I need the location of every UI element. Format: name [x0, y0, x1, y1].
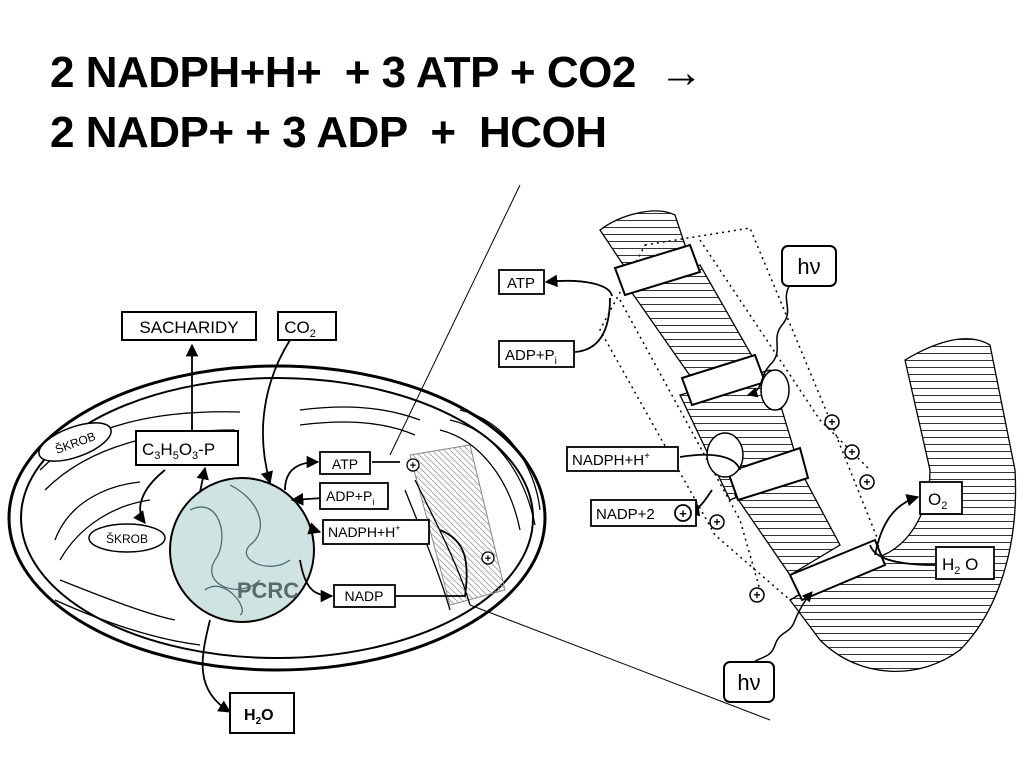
plus-icon [406, 458, 420, 472]
svg-text:CO2: CO2 [284, 318, 316, 340]
svg-text:H2O: H2O [244, 707, 274, 727]
box-adp-thylakoid: ADP+Pi [498, 340, 575, 368]
light-arrow-top [746, 284, 791, 398]
svg-text:ATP: ATP [507, 275, 535, 292]
box-nadph-thylakoid: NADPH+H+ [566, 446, 679, 472]
box-co2: CO2 [277, 311, 337, 341]
box-atp-chloroplast: ATP [319, 451, 371, 475]
proton-icons: + + + + + [709, 414, 875, 603]
box-nadph-chloroplast: NADPH+H+ [322, 519, 430, 545]
starch-grain-2: ŠKROB [88, 523, 166, 553]
box-hv-bottom: hν [723, 661, 775, 703]
grana-stack: + + [404, 409, 541, 611]
equation-line-2: 2 NADP+ + 3 ADP + HCOH [50, 108, 607, 157]
zoom-line-top [389, 184, 521, 456]
svg-text:C3H5O3-P: C3H5O3-P [142, 440, 215, 462]
svg-text:+: + [410, 460, 416, 472]
svg-text:ADP+Pi: ADP+Pi [505, 347, 557, 367]
arrow-nadph-curve [679, 453, 741, 471]
svg-text:O2: O2 [928, 490, 947, 512]
svg-text:NADPH+H+: NADPH+H+ [328, 523, 401, 540]
arrow-from-h2o [869, 544, 936, 566]
arrow-to-atp [544, 274, 613, 297]
starch-grain-1: ŠKROB [38, 422, 112, 462]
plus-icon [674, 504, 692, 522]
svg-text:H2 O: H2 O [942, 555, 978, 577]
equation-line-1: 2 NADPH+H+ + 3 ATP + CO2 → [50, 48, 703, 97]
svg-text:NADPH+H+: NADPH+H+ [572, 451, 650, 469]
svg-text:hν: hν [797, 254, 820, 279]
arrow-to-o2 [874, 494, 920, 556]
box-c3h5o3p: C3H5O3-P [135, 430, 239, 466]
box-nadp-chloroplast: NADP [333, 584, 396, 608]
arrow-c3-up [196, 466, 209, 493]
svg-text:+: + [679, 506, 687, 521]
box-sacharidy: SACHARIDY [121, 311, 257, 341]
box-h2o-chloroplast: H2O [229, 692, 295, 734]
arrow-nadph [307, 522, 322, 535]
plus-icon [481, 551, 495, 565]
arrow-h2o-out [201, 619, 232, 713]
svg-text:+: + [713, 515, 720, 529]
chloroplast: + + ŠKROB ŠKROB PCRC [7, 311, 547, 734]
arrow-to-skrob [133, 469, 166, 524]
pcrc-cycle: PCRC [169, 477, 315, 623]
svg-text:NADP+2: NADP+2 [596, 506, 655, 523]
arrow-nadp-out [299, 559, 334, 603]
thylakoid-detail: + + + + + ATP [498, 210, 1017, 703]
svg-text:ATP: ATP [332, 456, 358, 472]
pcrc-label: PCRC [237, 578, 299, 603]
box-atp-thylakoid: ATP [498, 269, 545, 295]
svg-text:+: + [828, 415, 835, 429]
arrow-adp-curve [574, 297, 611, 353]
arrow-atp-in [284, 455, 320, 491]
svg-text:hν: hν [737, 670, 760, 695]
box-nadp-thylakoid: NADP+2 + [590, 499, 697, 527]
svg-text:+: + [848, 445, 855, 459]
svg-text:+: + [863, 475, 870, 489]
zoom-line-bottom [469, 604, 771, 721]
arrow-nadp-loop [395, 529, 468, 597]
svg-text:ADP+Pi: ADP+Pi [326, 488, 374, 507]
svg-text:+: + [485, 553, 491, 565]
box-hv-top: hν [781, 245, 837, 287]
box-o2: O2 [919, 481, 963, 515]
box-h2o-thylakoid: H2 O [935, 546, 995, 580]
svg-text:ŠKROB: ŠKROB [106, 531, 148, 546]
svg-text:+: + [753, 588, 760, 602]
svg-text:SACHARIDY: SACHARIDY [139, 318, 238, 337]
arrow-co2-in [260, 339, 291, 485]
box-adp-chloroplast: ADP+Pi [319, 482, 389, 510]
light-arrow-bottom [744, 591, 813, 669]
svg-text:NADP: NADP [345, 588, 384, 604]
